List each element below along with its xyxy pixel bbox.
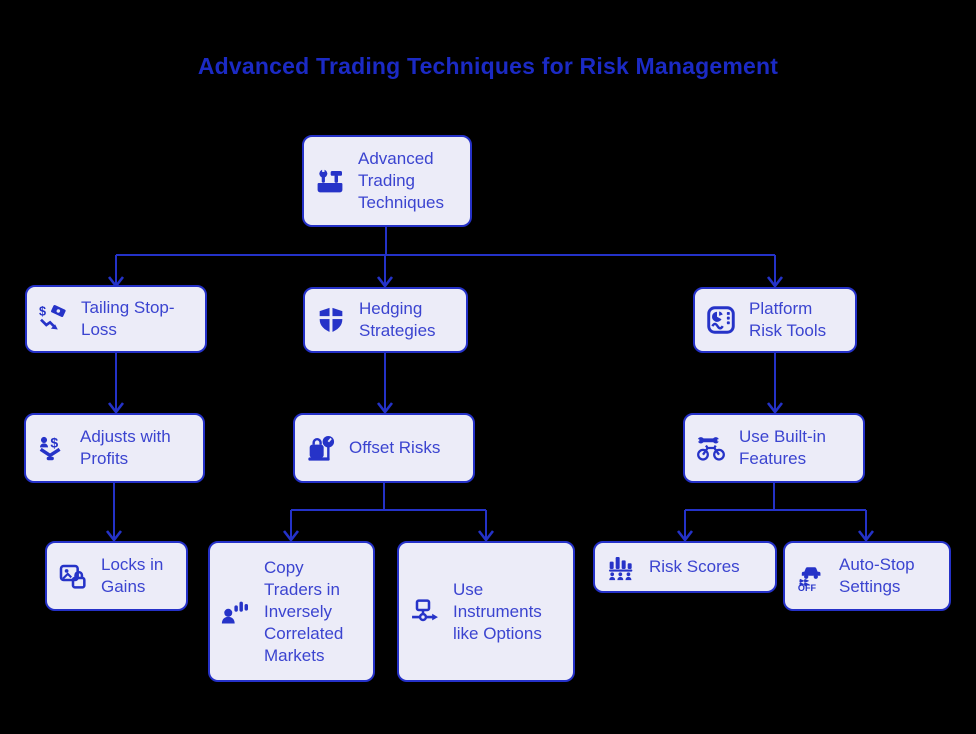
node-use-built-in-features: Use Built-in Features xyxy=(683,413,865,483)
tools-icon xyxy=(314,165,346,197)
node-adjusts-with-profits: $ Adjusts with Profits xyxy=(24,413,205,483)
node-label: Use Built-in Features xyxy=(739,427,826,468)
svg-text:$: $ xyxy=(39,305,46,319)
node-locks-in-gains: Locks in Gains xyxy=(45,541,188,611)
node-label: Hedging Strategies xyxy=(359,299,436,340)
money-decline-icon: $ xyxy=(37,303,69,335)
node-risk-scores: Risk Scores xyxy=(593,541,777,593)
node-advanced-trading-techniques: Advanced Trading Techniques xyxy=(302,135,472,227)
photo-lock-icon xyxy=(57,560,89,592)
node-label: Platform Risk Tools xyxy=(749,299,827,340)
svg-text:$: $ xyxy=(50,434,58,450)
node-auto-stop-settings: OFF Auto-Stop Settings xyxy=(783,541,951,611)
node-label: Copy Traders in Inversely Correlated Mar… xyxy=(264,557,344,665)
shield-icon xyxy=(315,304,347,336)
node-label: Advanced Trading Techniques xyxy=(358,149,445,212)
node-label: Adjusts with Profits xyxy=(80,427,171,468)
node-label: Locks in Gains xyxy=(101,555,164,596)
balance-icon: $ xyxy=(36,432,68,464)
node-label: Risk Scores xyxy=(649,557,740,576)
dashboard-icon xyxy=(705,304,737,336)
bike-repair-icon xyxy=(695,432,727,464)
node-offset-risks: Offset Risks xyxy=(293,413,475,483)
node-use-instruments-like-options: Use Instruments like Options xyxy=(397,541,575,682)
diagram-title: Advanced Trading Techniques for Risk Man… xyxy=(197,53,779,79)
node-label: Tailing Stop-Loss xyxy=(81,298,175,339)
bar-chart-people-icon xyxy=(605,551,637,583)
presenter-chart-icon xyxy=(220,596,252,628)
weighing-scale-icon xyxy=(305,432,337,464)
node-label: Auto-Stop Settings xyxy=(839,555,915,596)
node-tailing-stop-loss: $ Tailing Stop-Loss xyxy=(25,285,207,353)
node-hedging-strategies: Hedging Strategies xyxy=(303,287,468,353)
node-label: Offset Risks xyxy=(349,438,441,457)
node-copy-traders-inversely-correlated: Copy Traders in Inversely Correlated Mar… xyxy=(208,541,375,682)
traction-off-icon: OFF xyxy=(795,560,827,592)
svg-text:OFF: OFF xyxy=(798,583,817,592)
flowchart-arrow-icon xyxy=(409,596,441,628)
node-label: Use Instruments like Options xyxy=(453,579,542,643)
node-platform-risk-tools: Platform Risk Tools xyxy=(693,287,857,353)
